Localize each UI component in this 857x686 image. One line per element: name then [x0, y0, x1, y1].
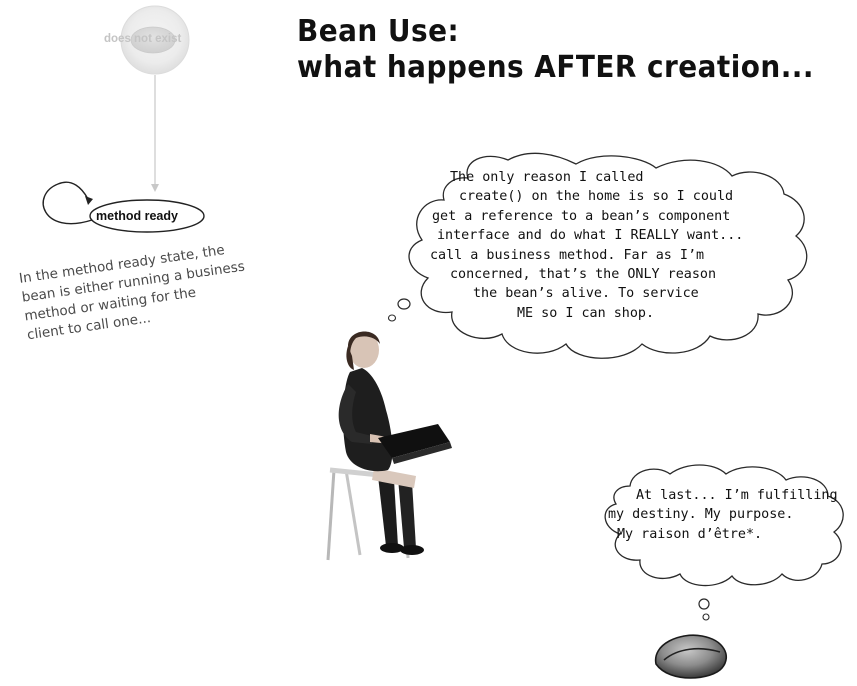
- bean-bubble-line: my destiny. My purpose.: [608, 505, 838, 524]
- bean-bubble-line: At last... I’m fulfilling: [608, 486, 838, 505]
- client-bubble-line: interface and do what I REALLY want...: [432, 226, 743, 245]
- transition-arrow: [151, 75, 159, 192]
- self-loop-arrow: [43, 182, 93, 223]
- does-not-exist-label: does not exist: [104, 33, 181, 45]
- coffee-bean-illustration: [650, 630, 732, 684]
- bean-bubble-line: My raison d’être*.: [608, 525, 838, 544]
- method-ready-label: method ready: [96, 209, 178, 223]
- page-title-line-2: what happens AFTER creation...: [297, 50, 814, 85]
- page-title-line-1: Bean Use:: [297, 14, 459, 49]
- client-bubble-line: the bean’s alive. To service: [432, 284, 743, 303]
- client-woman-illustration: [300, 320, 480, 570]
- client-bubble-line: create() on the home is so I could: [432, 187, 743, 206]
- client-bubble-line: The only reason I called: [432, 168, 743, 187]
- client-bubble-line: call a business method. Far as I’m: [430, 246, 743, 265]
- client-bubble-line: get a reference to a bean’s component: [432, 207, 743, 226]
- client-bubble-line: concerned, that’s the ONLY reason: [432, 265, 743, 284]
